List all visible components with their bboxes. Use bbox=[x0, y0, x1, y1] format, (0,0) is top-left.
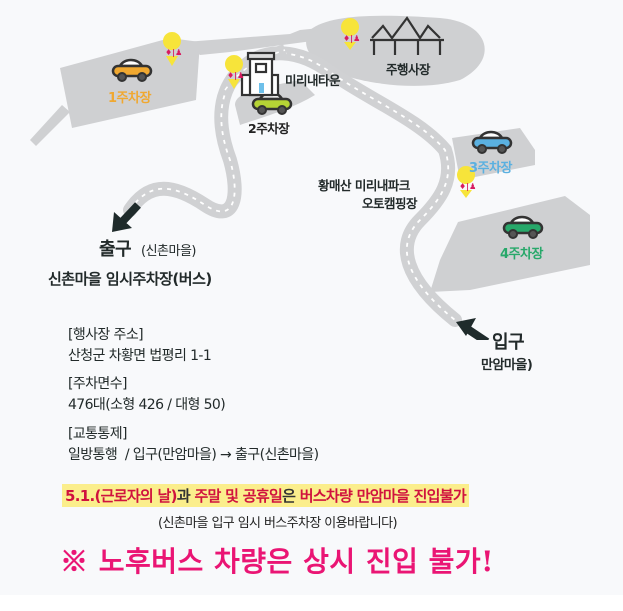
entrance-arrow-icon bbox=[456, 318, 490, 340]
parking-heading: [주차면수] bbox=[68, 376, 127, 392]
notice-particle: 은 bbox=[282, 487, 300, 505]
campground-label-line2: 오토캠핑장 bbox=[362, 196, 418, 211]
notice-weekends: 주말 및 공휴일 bbox=[194, 487, 283, 505]
campground-label-line1: 황매산 미리내파크 bbox=[318, 178, 410, 193]
notice-bus-no-entry: 버스차량 만암마을 진입불가 bbox=[299, 487, 467, 505]
restroom-pin-icon: ♦|♟ bbox=[457, 166, 476, 198]
svg-text:♦|♟: ♦|♟ bbox=[227, 71, 244, 80]
address-value: 산청군 차황면 법평리 1-1 bbox=[68, 348, 212, 364]
restroom-pin-icon: ♦|♟ bbox=[341, 18, 360, 50]
notice-and: 과 bbox=[176, 487, 195, 505]
parking-count: 476대(소형 426 / 대형 50) bbox=[68, 397, 226, 413]
svg-text:♦|♟: ♦|♟ bbox=[343, 34, 360, 43]
notice-sub: (신촌마을 입구 임시 버스주차장 이용바랍니다) bbox=[158, 516, 398, 531]
svg-text:♦|♟: ♦|♟ bbox=[165, 48, 182, 57]
lot4-label: 4주차장 bbox=[500, 247, 543, 262]
restroom-pin-icon: ♦|♟ bbox=[163, 32, 182, 66]
lot2-label: 2주차장 bbox=[248, 121, 290, 136]
town-label: 미리내타운 bbox=[285, 73, 341, 88]
building-icon bbox=[240, 51, 280, 97]
lot1-label: 1주차장 bbox=[108, 91, 151, 106]
old-bus-warning: ※ 노후버스 차량은 상시 진입 불가! bbox=[60, 545, 494, 578]
map-canvas: ♦|♟ ♦|♟ ♦|♟ ♦|♟ 1주차장 2주차장 3주차장 4주차장 미리내타… bbox=[30, 15, 590, 578]
restroom-pin-icon: ♦|♟ bbox=[225, 55, 244, 89]
entrance-sub-label: 만암마을) bbox=[481, 358, 533, 373]
event-venue-label: 주행사장 bbox=[386, 62, 431, 77]
exit-label: 출구 bbox=[99, 239, 132, 260]
road-map: ♦|♟ ♦|♟ ♦|♟ ♦|♟ bbox=[30, 15, 590, 340]
notice-labor-day: 5.1.(근로자의 날) bbox=[65, 487, 178, 505]
car-icon-lot3 bbox=[471, 130, 513, 154]
entrance-label: 입구 bbox=[492, 332, 525, 353]
tent-icon bbox=[370, 16, 444, 55]
traffic-heading: [교통통제] bbox=[68, 426, 127, 442]
car-icon-lot4 bbox=[502, 215, 544, 239]
exit-sub-label: (신촌마을) bbox=[141, 244, 196, 259]
svg-text:♦|♟: ♦|♟ bbox=[459, 182, 476, 191]
bus-restriction-notice: 5.1.(근로자의 날)과 주말 및 공휴일은 버스차량 만암마을 진입불가 bbox=[62, 484, 469, 507]
bus-parking-label: 신촌마을 임시주차장(버스) bbox=[48, 270, 212, 288]
traffic-value: 일방통행 / 입구(만암마을) → 출구(신촌마을) bbox=[68, 447, 319, 463]
lot3-label: 3주차장 bbox=[469, 161, 512, 176]
exit-arrow-icon bbox=[112, 202, 141, 232]
car-icon-lot1 bbox=[111, 58, 153, 82]
address-heading: [행사장 주소] bbox=[68, 327, 144, 343]
